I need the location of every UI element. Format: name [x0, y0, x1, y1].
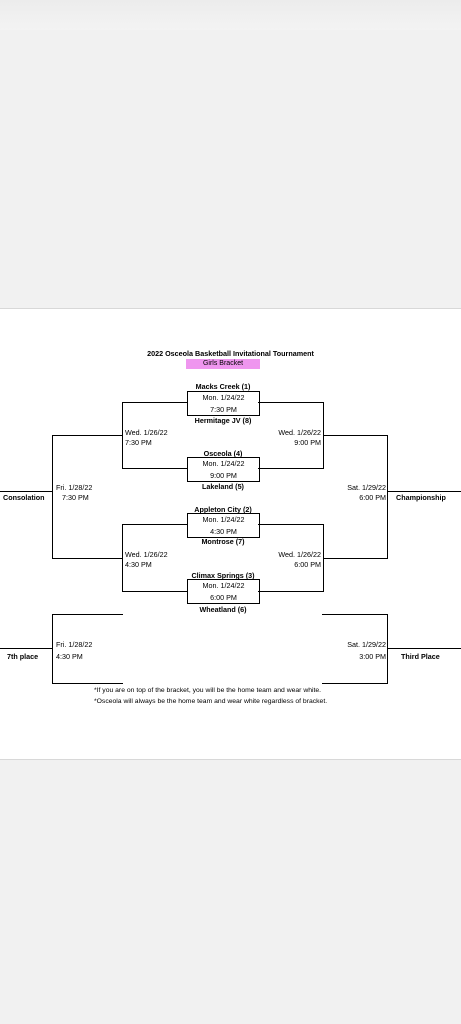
bracket-line: [122, 402, 123, 469]
left-semi-2-time: 4:30 PM: [125, 560, 152, 569]
bracket-line: [0, 648, 53, 649]
championship-time: 6:00 PM: [359, 493, 386, 502]
right-semi-2-date: Wed. 1/26/22: [278, 550, 321, 559]
game-2-date: Mon. 1/24/22: [202, 459, 245, 468]
game-3-time: 4:30 PM: [210, 527, 237, 536]
bracket-title: 2022 Osceola Basketball Invitational Tou…: [147, 349, 314, 358]
game-4-time: 6:00 PM: [210, 593, 237, 602]
right-semi-2-time: 6:00 PM: [294, 560, 321, 569]
bracket-line: [323, 558, 388, 559]
bracket-line: [387, 648, 461, 649]
consolation-label: Consolation: [3, 493, 45, 502]
game-1-time: 7:30 PM: [210, 405, 237, 414]
third-place-time: 3:00 PM: [359, 652, 386, 661]
bracket-line: [122, 524, 123, 592]
left-semi-1-time: 7:30 PM: [125, 438, 152, 447]
bracket-line: [322, 683, 388, 684]
bracket-line: [52, 435, 122, 436]
left-semi-2-date: Wed. 1/26/22: [125, 550, 168, 559]
bracket-line: [0, 491, 53, 492]
bracket-line: [52, 435, 53, 559]
team-montrose: Montrose (7): [201, 537, 245, 546]
consolation-time: 7:30 PM: [62, 493, 89, 502]
bracket-document: 2022 Osceola Basketball Invitational Tou…: [0, 308, 461, 760]
bracket-line: [122, 524, 187, 525]
team-osceola: Osceola (4): [203, 449, 243, 458]
team-appleton-city: Appleton City (2): [194, 505, 252, 514]
bracket-line: [122, 591, 187, 592]
bracket-line: [52, 558, 122, 559]
team-wheatland: Wheatland (6): [199, 605, 247, 614]
bracket-line: [323, 435, 388, 436]
game-3-date: Mon. 1/24/22: [202, 515, 245, 524]
game-4-date: Mon. 1/24/22: [202, 581, 245, 590]
bracket-line: [52, 683, 123, 684]
seventh-place-label: 7th place: [7, 652, 39, 661]
bracket-line: [258, 402, 323, 403]
bracket-line: [122, 468, 187, 469]
game-box-1: [187, 391, 260, 416]
bracket-line: [52, 614, 123, 615]
bracket-line: [258, 468, 323, 469]
championship-date: Sat. 1/29/22: [347, 483, 386, 492]
bracket-line: [52, 614, 53, 684]
bracket-subtitle: Girls Bracket: [186, 359, 260, 369]
team-macks-creek: Macks Creek (1): [195, 382, 251, 391]
team-lakeland: Lakeland (5): [202, 482, 244, 491]
bracket-line: [322, 614, 388, 615]
third-place-date: Sat. 1/29/22: [347, 640, 386, 649]
game-box-2: [187, 457, 260, 482]
top-bar: [0, 0, 461, 30]
note-osceola-home: *Osceola will always be the home team an…: [94, 698, 328, 705]
game-2-time: 9:00 PM: [210, 471, 237, 480]
championship-label: Championship: [396, 493, 446, 502]
team-climax-springs: Climax Springs (3): [191, 571, 255, 580]
bracket-line: [387, 491, 461, 492]
third-place-label: Third Place: [401, 652, 440, 661]
right-semi-1-date: Wed. 1/26/22: [278, 428, 321, 437]
bracket-line: [122, 402, 187, 403]
bracket-line: [387, 614, 388, 684]
game-1-date: Mon. 1/24/22: [202, 393, 245, 402]
bracket-line: [258, 524, 323, 525]
seventh-place-date: Fri. 1/28/22: [56, 640, 93, 649]
right-semi-1-time: 9:00 PM: [294, 438, 321, 447]
left-semi-1-date: Wed. 1/26/22: [125, 428, 168, 437]
consolation-date: Fri. 1/28/22: [56, 483, 93, 492]
team-hermitage-jv: Hermitage JV (8): [194, 416, 252, 425]
bracket-line: [387, 435, 388, 559]
seventh-place-time: 4:30 PM: [56, 652, 83, 661]
bracket-line: [258, 591, 323, 592]
note-home-team: *If you are on top of the bracket, you w…: [94, 687, 322, 694]
game-box-3: [187, 513, 260, 538]
